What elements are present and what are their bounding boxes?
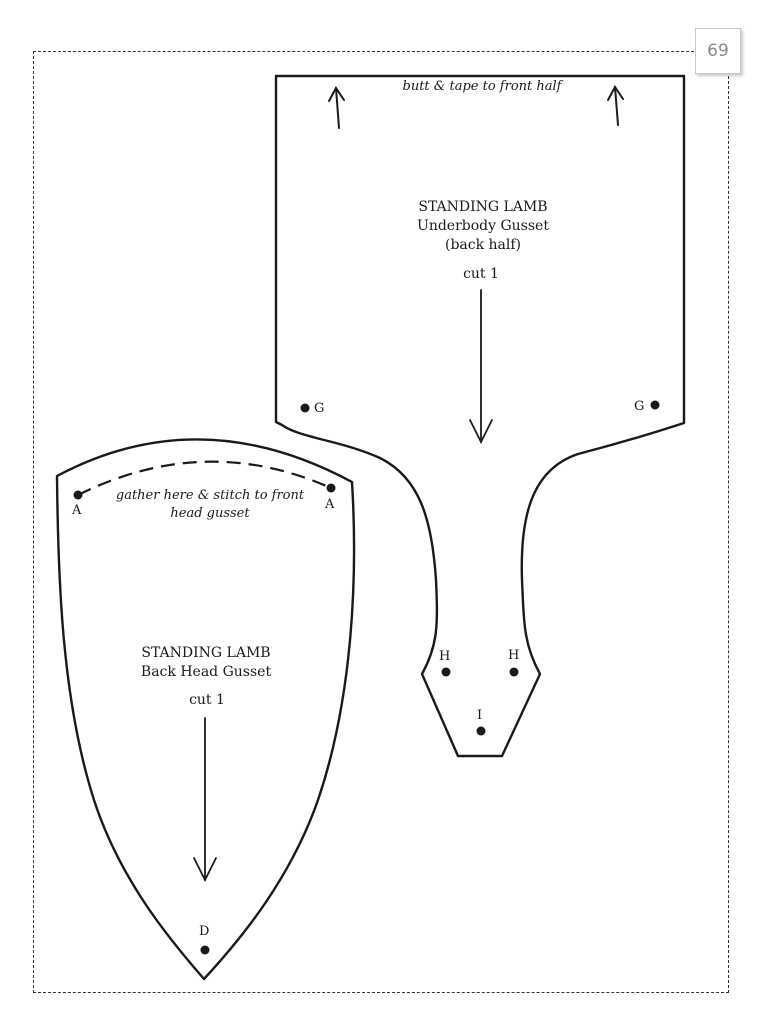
point-a-right-label: A xyxy=(325,497,335,512)
gather-stitch-line xyxy=(77,460,332,496)
cut-border xyxy=(33,51,729,993)
point-h-right-dot xyxy=(509,667,519,677)
grainline-arrow-icon xyxy=(469,289,493,445)
point-h-left-label: H xyxy=(439,649,451,664)
underbody-gusset-outline xyxy=(274,74,686,758)
point-g-right-dot xyxy=(650,400,660,410)
point-d-dot xyxy=(200,945,210,955)
underbody-title-line3: (back half) xyxy=(444,237,522,253)
up-arrow-icon xyxy=(328,86,345,129)
underbody-title-line2: Underbody Gusset xyxy=(417,218,549,234)
point-a-right-dot xyxy=(326,483,336,493)
back-head-cut: cut 1 xyxy=(189,692,225,708)
point-a-left-dot xyxy=(73,490,83,500)
grainline-arrow-icon xyxy=(193,717,217,883)
page-number-tab: 69 xyxy=(695,28,741,74)
underbody-cut: cut 1 xyxy=(463,266,499,282)
back-head-instruction-line2: head gusset xyxy=(170,506,250,521)
point-h-left-dot xyxy=(441,667,451,677)
back-head-title-line1: STANDING LAMB xyxy=(141,645,271,661)
page-number: 69 xyxy=(707,41,729,61)
back-head-instruction-line1: gather here & stitch to front xyxy=(115,488,305,503)
up-arrow-icon xyxy=(607,85,624,126)
back-head-gusset-outline xyxy=(55,438,356,981)
underbody-title-line1: STANDING LAMB xyxy=(418,199,548,215)
point-i-label: I xyxy=(477,708,483,723)
point-d-label: D xyxy=(199,924,210,939)
point-g-left-dot xyxy=(300,403,310,413)
point-a-left-label: A xyxy=(72,503,82,518)
point-g-left-label: G xyxy=(314,401,325,416)
point-h-right-label: H xyxy=(508,648,520,663)
point-i-dot xyxy=(476,726,486,736)
point-g-right-label: G xyxy=(634,399,645,414)
underbody-instruction: butt & tape to front half xyxy=(402,79,562,94)
back-head-title-line2: Back Head Gusset xyxy=(140,664,272,680)
